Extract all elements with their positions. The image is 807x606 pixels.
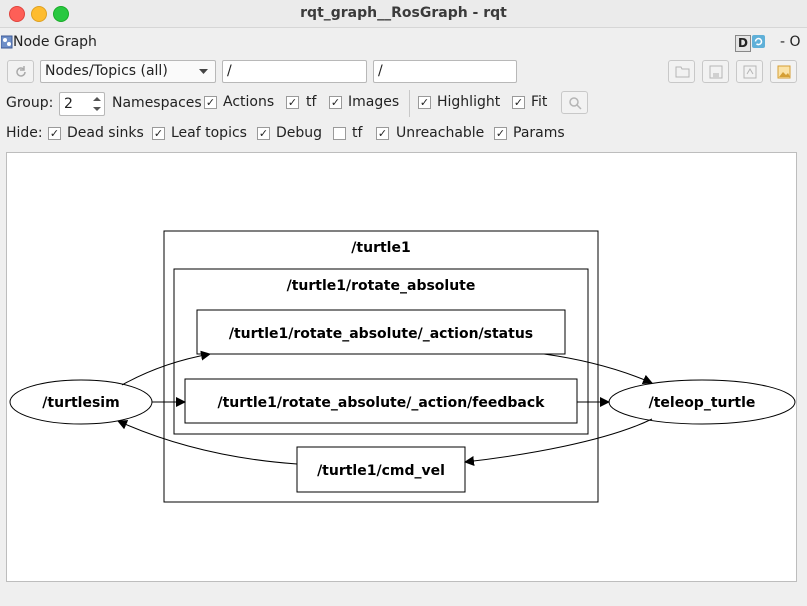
save-icon <box>709 65 723 79</box>
graph-mode-select[interactable]: Nodes/Topics (all) <box>40 60 216 83</box>
namespaces-label: Namespaces <box>112 95 202 111</box>
debug-checkbox[interactable]: ✓ <box>257 127 270 140</box>
close-window-button[interactable] <box>9 6 25 22</box>
load-dot-button[interactable] <box>668 60 695 83</box>
refresh-button[interactable] <box>7 60 34 83</box>
debug-badge[interactable]: D <box>735 35 751 52</box>
save-image-button[interactable] <box>770 60 797 83</box>
window-titlebar: rqt_graph__RosGraph - rqt <box>0 0 807 28</box>
fit-in-view-button[interactable] <box>561 91 588 114</box>
node-graph-icon <box>1 35 13 49</box>
save-dot-button[interactable] <box>702 60 729 83</box>
topic-cmd-vel-label: /turtle1/cmd_vel <box>317 463 445 479</box>
cluster-turtle1-label: /turtle1 <box>351 240 410 256</box>
params-label: Params <box>513 125 565 141</box>
node-teleop-turtle-label: /teleop_turtle <box>649 395 756 411</box>
tf-group-checkbox[interactable]: ✓ <box>329 96 342 109</box>
save-svg-button[interactable] <box>736 60 763 83</box>
node-turtlesim-label: /turtlesim <box>42 395 119 411</box>
folder-icon <box>675 66 690 78</box>
topic-filter-input[interactable]: / <box>373 60 517 83</box>
toolbar-separator <box>409 90 410 117</box>
refresh-plugin-icon[interactable] <box>752 35 765 48</box>
leaf-topics-checkbox[interactable]: ✓ <box>152 127 165 140</box>
topic-status-label: /turtle1/rotate_absolute/_action/status <box>229 326 533 342</box>
graph-mode-value: Nodes/Topics (all) <box>45 63 168 79</box>
refresh-icon <box>16 66 26 77</box>
highlight-label: Highlight <box>437 94 501 110</box>
edge-teleop-to-cmd-vel <box>464 418 653 466</box>
group-spinbox[interactable]: 2 <box>59 92 105 116</box>
spin-arrows-icon[interactable] <box>93 96 101 112</box>
topic-feedback[interactable] <box>184 378 578 424</box>
plugin-title: Node Graph <box>13 34 97 50</box>
highlight-checkbox[interactable]: ✓ <box>418 96 431 109</box>
graph-canvas[interactable]: /turtle1 /turtle1/rotate_absolute /turtl… <box>6 152 797 582</box>
hide-tf-label: tf <box>352 125 363 141</box>
topic-cmd-vel[interactable] <box>296 446 466 493</box>
dead-sinks-label: Dead sinks <box>67 125 144 141</box>
cluster-rotate-absolute-label: /turtle1/rotate_absolute <box>287 278 476 294</box>
params-checkbox[interactable]: ✓ <box>494 127 507 140</box>
group-spinbox-value: 2 <box>64 96 73 112</box>
edge-status-to-teleop <box>543 353 653 385</box>
actions-checkbox[interactable]: ✓ <box>286 96 299 109</box>
group-label: Group: <box>6 95 54 111</box>
minimize-window-button[interactable] <box>31 6 47 22</box>
topic-feedback-label: /turtle1/rotate_absolute/_action/feedbac… <box>218 395 546 411</box>
edge-cmd-vel-to-turtlesim <box>117 420 298 465</box>
images-label: Images <box>348 94 400 110</box>
namespaces-checkbox[interactable]: ✓ <box>204 96 217 109</box>
edge-turtlesim-to-status <box>121 350 211 386</box>
cluster-rotate-absolute <box>173 268 589 435</box>
ros-graph: /turtle1 /turtle1/rotate_absolute /turtl… <box>9 230 796 503</box>
actions-label: Actions <box>223 94 275 110</box>
unreachable-label: Unreachable <box>396 125 485 141</box>
chevron-down-icon <box>199 69 208 74</box>
image-icon <box>777 65 791 79</box>
window-title: rqt_graph__RosGraph - rqt <box>300 5 507 21</box>
plugin-window-controls[interactable]: - O <box>780 34 801 50</box>
tf-label: tf <box>306 94 317 110</box>
topic-status[interactable] <box>196 309 566 355</box>
leaf-topics-label: Leaf topics <box>171 125 247 141</box>
unreachable-checkbox[interactable]: ✓ <box>376 127 389 140</box>
maximize-window-button[interactable] <box>53 6 69 22</box>
save-as-svg-icon <box>743 65 757 79</box>
dead-sinks-checkbox[interactable]: ✓ <box>48 127 61 140</box>
node-filter-input[interactable]: / <box>222 60 367 83</box>
hide-label: Hide: <box>6 125 43 141</box>
zoom-icon <box>569 97 582 110</box>
fit-label: Fit <box>531 94 548 110</box>
hide-tf-checkbox[interactable] <box>333 127 346 140</box>
fit-checkbox[interactable]: ✓ <box>512 96 525 109</box>
debug-label: Debug <box>276 125 323 141</box>
